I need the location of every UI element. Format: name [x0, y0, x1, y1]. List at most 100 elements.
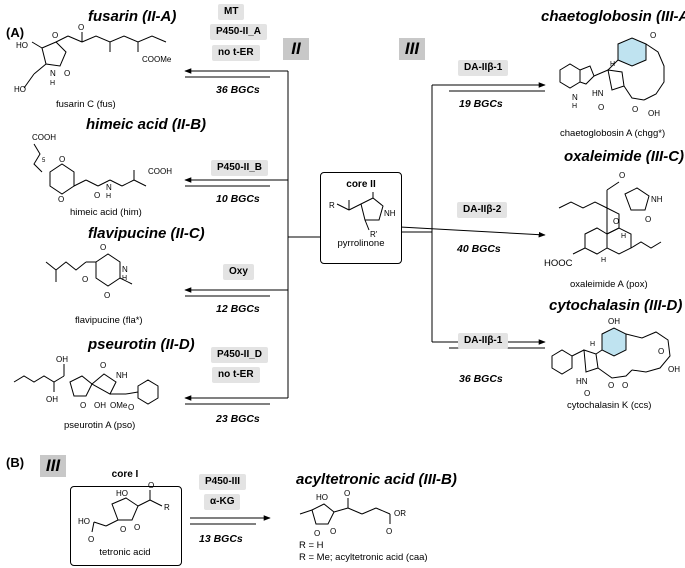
fusarin-atom-ho2: HO: [14, 85, 26, 94]
tetronic-acid-structure: HO O HO O O O R: [78, 481, 170, 544]
himeic-atom-o3: O: [94, 191, 100, 200]
panel-a-label: (A): [6, 25, 25, 40]
group-iii-badge: III: [399, 38, 425, 60]
pyrrolinone-structure: R NH R': [329, 192, 396, 239]
himeic-structure: COOH O O N H O COOH 5: [32, 133, 172, 204]
enzyme-oxy: Oxy: [223, 264, 254, 280]
core-r1-label: R: [329, 201, 335, 210]
chaetoglobosin-title: chaetoglobosin (III-A): [541, 8, 685, 25]
enzyme-p450-iib: P450-II_B: [211, 160, 269, 176]
enzyme-no-ter-2: no t-ER: [212, 367, 260, 383]
acyltetronic-atom-or: OR: [394, 509, 406, 518]
oxaleimide-caption: oxaleimide A (pox): [570, 279, 648, 290]
enzyme-da-iib1-d: DA-IIβ-1: [458, 333, 509, 349]
core-ii-title: core II: [346, 179, 376, 190]
enzyme-mt: MT: [218, 4, 245, 20]
cytochalasin-atom-o3: O: [622, 381, 628, 390]
chaeto-atom-h1: H: [572, 103, 577, 110]
acyltetronic-bgc-count: 13 BGCs: [199, 533, 243, 545]
cytochalasin-atom-oh1: OH: [608, 317, 620, 326]
fusarin-atom-o1: O: [64, 69, 70, 78]
acyltetronic-note-2: R = Me; acyltetronic acid (caa): [299, 552, 428, 563]
enzyme-no-ter-1: no t-ER: [212, 45, 260, 61]
chaeto-atom-o2: O: [650, 31, 656, 40]
oxaleimide-bgc-count: 40 BGCs: [457, 243, 501, 255]
cytochalasin-bgc-count: 36 BGCs: [459, 373, 503, 385]
core-ii-caption: pyrrolinone: [337, 238, 385, 249]
acyltetronic-atom-o2: O: [386, 527, 392, 536]
tetronic-atom-o3: O: [120, 525, 126, 534]
acyltetronic-note-1: R = H: [299, 540, 324, 551]
oxaleimide-atom-h2: H: [601, 257, 606, 264]
flavipucine-structure: O O O N H: [45, 243, 133, 300]
pseurotin-caption: pseurotin A (pso): [64, 420, 136, 431]
acyltetronic-atom-o1: O: [344, 489, 350, 498]
core-ii-box: core II R NH R' pyrrolinone: [320, 172, 402, 264]
oxaleimide-hooc: HOOC: [544, 258, 573, 269]
tetronic-atom-r: R: [164, 503, 170, 512]
enzyme-da-iib1-a: DA-IIβ-1: [458, 60, 509, 76]
chaetoglobosin-caption: chaetoglobosin A (chgg*): [560, 128, 666, 139]
fusarin-atom-ho1: HO: [16, 41, 28, 50]
tetronic-atom-ho2: HO: [78, 517, 90, 526]
enzyme-da-iib2: DA-IIβ-2: [457, 202, 508, 218]
pseurotin-atom-o1: O: [100, 361, 106, 370]
cytochalasin-atom-o4: O: [658, 347, 664, 356]
pseurotin-atom-oh3: OH: [94, 401, 106, 410]
chaeto-atom-hn: HN: [592, 89, 604, 98]
acyltetronic-title: acyltetronic acid (III-B): [296, 471, 457, 488]
himeic-bgc-count: 10 BGCs: [216, 193, 260, 205]
flavipucine-bgc-count: 12 BGCs: [216, 303, 260, 315]
pseurotin-atom-o2: O: [80, 401, 86, 410]
cytochalasin-atom-hn: HN: [576, 377, 588, 386]
flavipucine-atom-o3: O: [104, 291, 110, 300]
core-r2-label: R': [370, 230, 378, 239]
chaeto-atom-oh: OH: [648, 109, 660, 118]
enzyme-p450-iia: P450-II_A: [210, 24, 268, 40]
fusarin-structure: HO HO O N H O COOMe O: [14, 23, 172, 94]
fusarin-caption: fusarin C (fus): [56, 99, 116, 110]
fusarin-atom-o2: O: [78, 23, 84, 32]
oxaleimide-atom-h1: H: [621, 233, 626, 240]
himeic-caption: himeic acid (him): [70, 207, 142, 218]
tetronic-atom-o1: O: [148, 481, 154, 490]
pseurotin-structure: OH OH O NH O OH OMe O: [13, 355, 159, 412]
pseurotin-atom-o3: O: [128, 403, 134, 412]
fusarin-bgc-count: 36 BGCs: [216, 84, 260, 96]
flavipucine-atom-n: N: [122, 265, 128, 274]
pseurotin-bgc-count: 23 BGCs: [216, 413, 260, 425]
flavipucine-caption: flavipucine (fla*): [75, 315, 143, 326]
oxaleimide-atom-o3: O: [613, 217, 619, 226]
fusarin-atom-o3: O: [52, 31, 58, 40]
himeic-atom-cooh2: COOH: [148, 167, 172, 176]
chaeto-atom-o1: O: [598, 103, 604, 112]
tetronic-atom-o2: O: [88, 535, 94, 544]
chaeto-atom-o3: O: [632, 105, 638, 114]
chaeto-atom-n: N: [572, 93, 578, 102]
oxaleimide-structure: O O NH O H H: [558, 171, 663, 264]
pseurotin-atom-oh2: OH: [46, 395, 58, 404]
core-nh-label: NH: [384, 209, 396, 218]
cytochalasin-atom-o2: O: [608, 381, 614, 390]
group-ii-badge: II: [283, 38, 309, 60]
chaetoglobosin-bgc-count: 19 BGCs: [459, 98, 503, 110]
flavipucine-title: flavipucine (II-C): [88, 225, 205, 242]
himeic-title: himeic acid (II-B): [86, 116, 207, 133]
chaetoglobosin-structure: N H HN O O O OH H: [559, 31, 665, 118]
cytochalasin-caption: cytochalasin K (ccs): [567, 400, 652, 411]
core-i-title: core I: [111, 469, 139, 480]
acyltetronic-atom-o3: O: [314, 529, 320, 538]
enzyme-akg: α-KG: [204, 494, 241, 510]
oxaleimide-title: oxaleimide (III-C): [564, 148, 685, 165]
acyltetronic-structure: HO O O OR O O: [299, 489, 406, 538]
core-i-box: [70, 486, 182, 566]
cytochalasin-atom-o1: O: [584, 389, 590, 398]
fusarin-atom-coome: COOMe: [142, 55, 172, 64]
pseurotin-atom-ome: OMe: [110, 401, 128, 410]
pseurotin-title: pseurotin (II-D): [88, 336, 195, 353]
himeic-atom-o2: O: [58, 195, 64, 204]
enzyme-p450-iid: P450-II_D: [211, 347, 269, 363]
group-iii-badge-b: III: [40, 455, 66, 477]
fusarin-title: fusarin (II-A): [88, 8, 177, 25]
